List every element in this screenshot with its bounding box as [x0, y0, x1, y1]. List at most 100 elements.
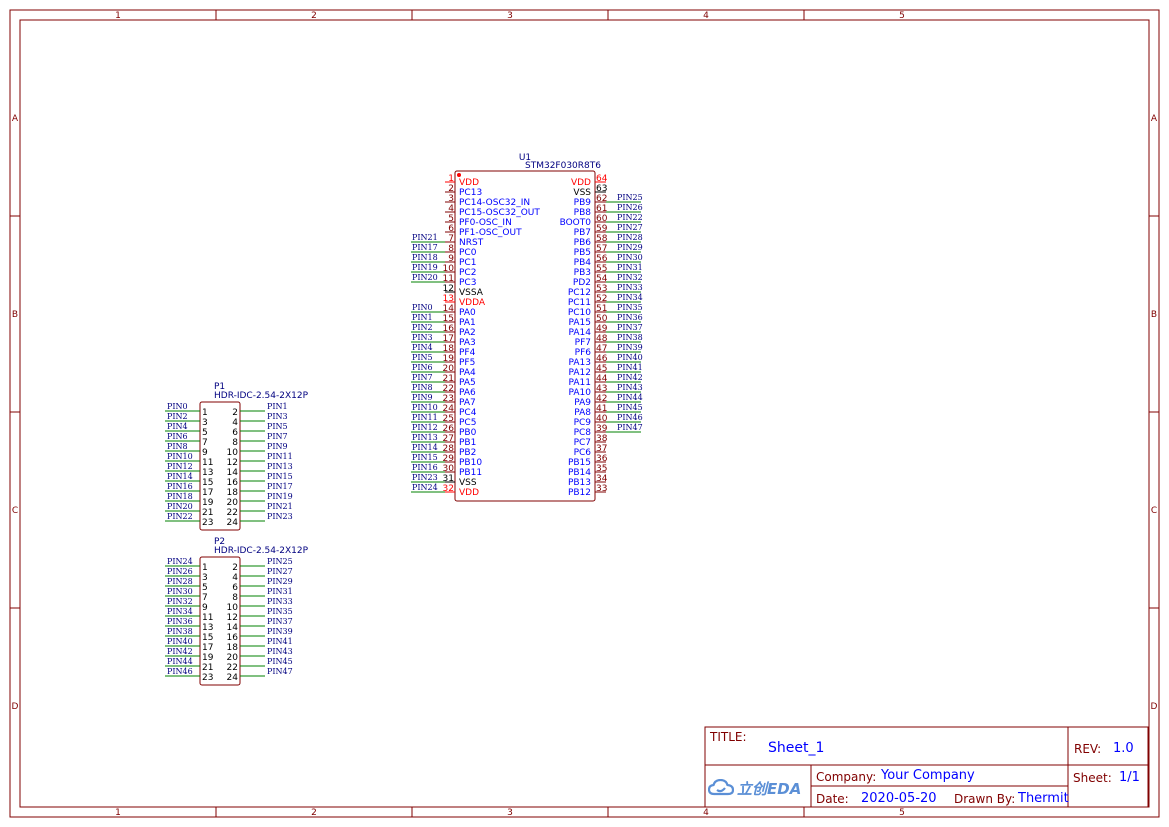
header-components[interactable]: P1HDR-IDC-2.54-2X12P1PIN03PIN25PIN47PIN6… — [165, 382, 309, 686]
component-p1[interactable]: P1HDR-IDC-2.54-2X12P1PIN03PIN25PIN47PIN6… — [165, 382, 309, 531]
component-p2[interactable]: P2HDR-IDC-2.54-2X12P1PIN243PIN265PIN287P… — [165, 537, 309, 686]
